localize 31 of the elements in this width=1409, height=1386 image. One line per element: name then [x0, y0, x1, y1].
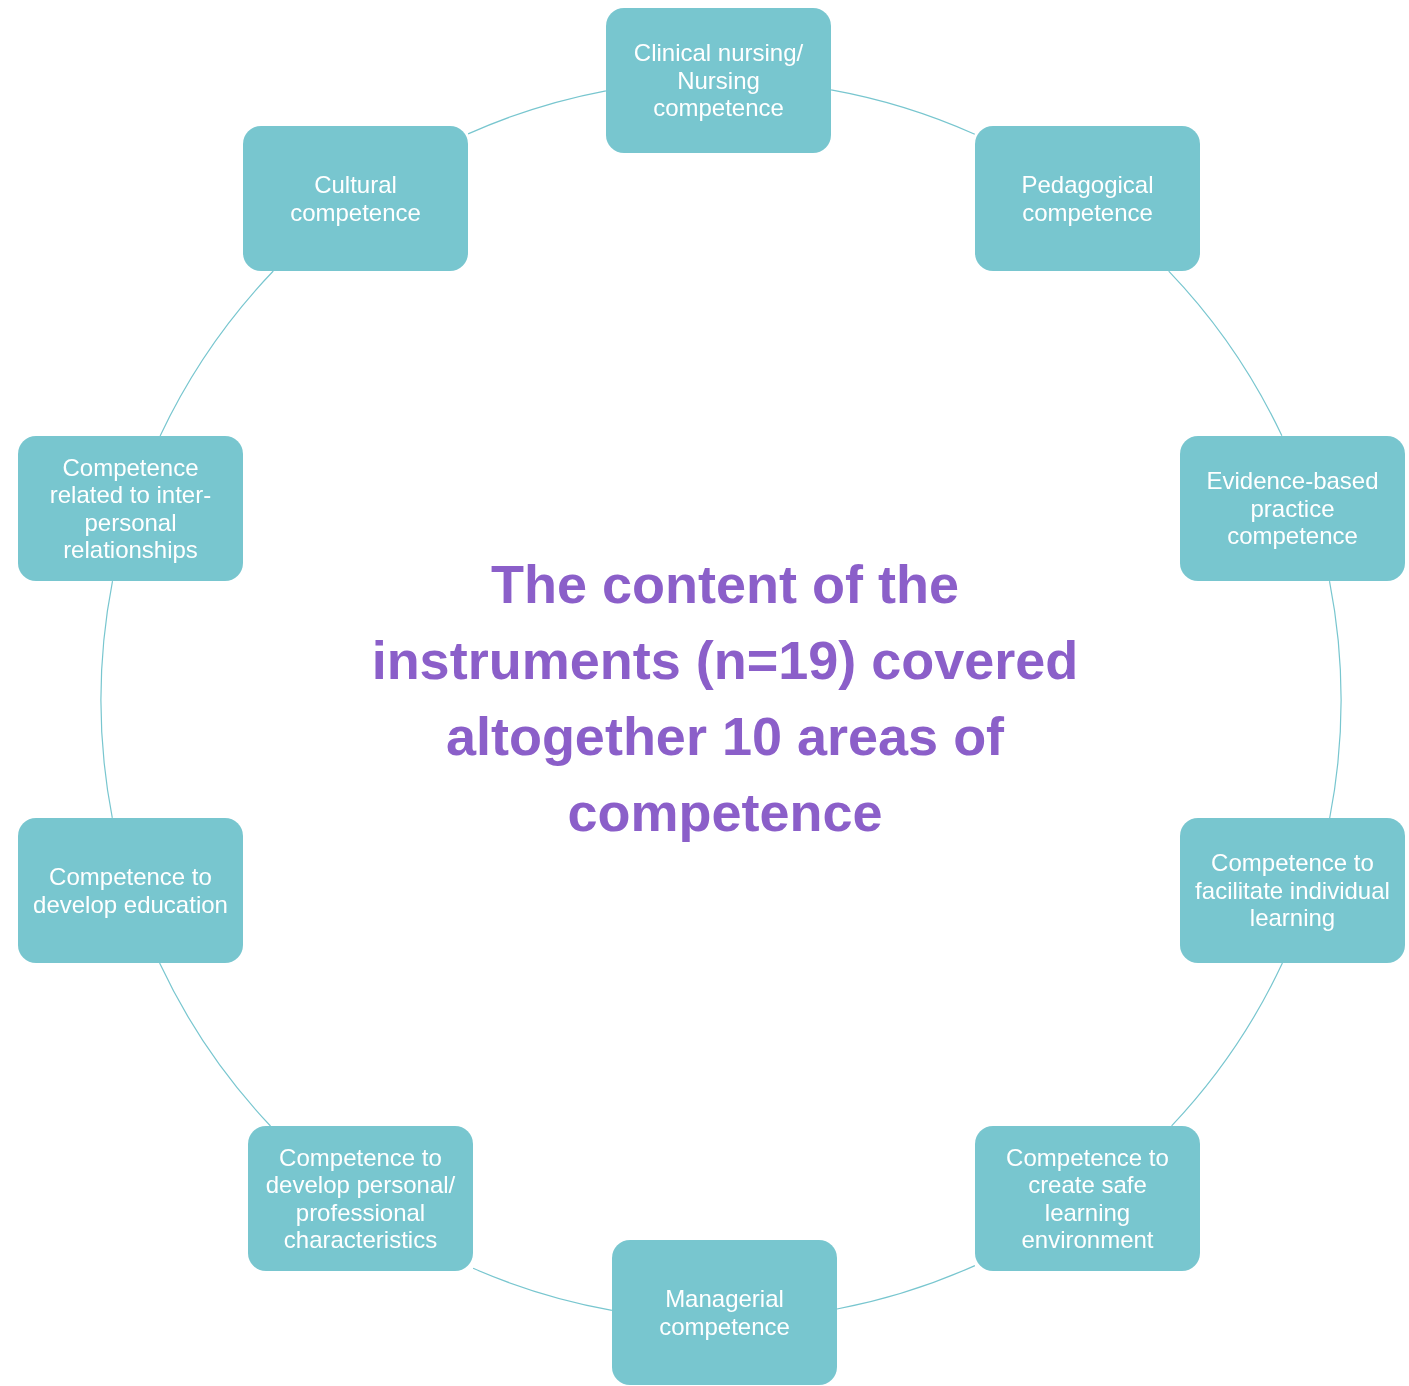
- box-label: Competence to create safe learning environment: [1005, 1143, 1170, 1254]
- box-label: Evidence-based practice competence: [1205, 467, 1380, 550]
- connector-arc: [467, 90, 607, 135]
- competence-box: [606, 8, 831, 153]
- diagram-title: The content of the instruments (n=19) covered altogether 10 areas of competence: [370, 553, 1080, 844]
- connector-arc: [1328, 580, 1342, 819]
- box-label: Pedagogical competence: [1020, 171, 1155, 226]
- connector-arc: [1168, 270, 1283, 437]
- connector-arc: [159, 270, 274, 437]
- box-label: Competence to develop education: [32, 863, 229, 918]
- box-label: Competence related to inter- personal relationships: [48, 453, 213, 564]
- connector-arc: [472, 1267, 613, 1311]
- box-label: Competence to facilitate individual learning: [1194, 849, 1391, 932]
- competence-box: [248, 1126, 473, 1271]
- box-label: Cultural competence: [289, 171, 422, 226]
- connector-arc: [836, 1265, 976, 1310]
- connector-arc: [100, 580, 114, 819]
- competence-box: [1180, 818, 1405, 963]
- competence-box: [18, 436, 243, 581]
- competence-box: [612, 1240, 837, 1385]
- box-label: Competence to develop personal/ professional characteristics: [264, 1143, 457, 1254]
- competence-box: [18, 818, 243, 963]
- competence-box: [243, 126, 468, 271]
- box-label: Managerial competence: [658, 1285, 791, 1340]
- connector-arc: [159, 962, 272, 1127]
- competence-box: [1180, 436, 1405, 581]
- competence-box: [975, 1126, 1200, 1271]
- box-label: Clinical nursing/ Nursing competence: [632, 39, 805, 122]
- competence-box: [975, 126, 1200, 271]
- connector-arc: [830, 89, 976, 135]
- connector-arc: [1171, 962, 1283, 1127]
